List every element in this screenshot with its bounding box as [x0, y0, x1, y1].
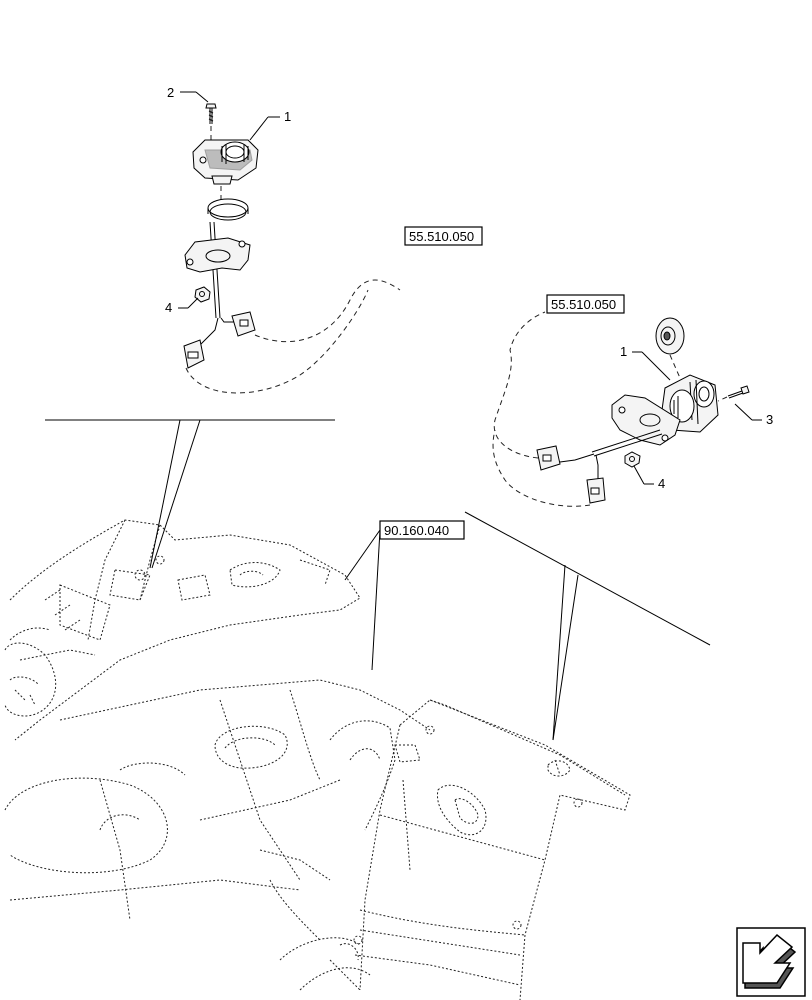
- nut-b: [624, 451, 641, 468]
- bracket-plate-b: [611, 394, 681, 446]
- view-b-pointer: [464, 511, 711, 741]
- reference-box-right[interactable]: 55.510.050: [546, 294, 625, 314]
- callout-a-item-2: 2: [167, 85, 174, 100]
- arrow-icon[interactable]: [736, 927, 806, 997]
- reference-box-body[interactable]: 90.160.040: [379, 520, 465, 540]
- callout-a-item-1: 1: [284, 109, 291, 124]
- bracket-plate-a: [184, 237, 251, 273]
- reference-code-top-left: 55.510.050: [409, 229, 474, 244]
- view-a-pointer: [45, 419, 335, 569]
- connector-a2: [183, 339, 205, 369]
- socket-assembly-a: [183, 103, 401, 394]
- cab-body-phantom: [4, 519, 631, 1000]
- reference-code-body: 90.160.040: [384, 523, 449, 538]
- connector-b2: [586, 477, 606, 504]
- connector-b1: [536, 445, 561, 471]
- connector-a1: [231, 311, 256, 337]
- callout-leaders: [178, 91, 762, 485]
- reference-box-top-left[interactable]: 55.510.050: [404, 226, 483, 246]
- callout-b-item-3: 3: [766, 412, 773, 427]
- reference-code-right: 55.510.050: [551, 297, 616, 312]
- socket-housing-a: [192, 139, 259, 185]
- body-reference-leader: [344, 529, 381, 671]
- screw-b: [727, 385, 750, 399]
- socket-cap-b: [655, 317, 685, 355]
- socket-assembly-b: [492, 311, 750, 507]
- sleeve-a: [207, 198, 249, 221]
- callout-b-item-4: 4: [658, 476, 665, 491]
- nut-a: [194, 286, 211, 303]
- callout-a-item-4: 4: [165, 300, 172, 315]
- sleeve-b: [669, 389, 695, 423]
- callout-b-item-1: 1: [620, 344, 627, 359]
- screw-a: [205, 103, 217, 124]
